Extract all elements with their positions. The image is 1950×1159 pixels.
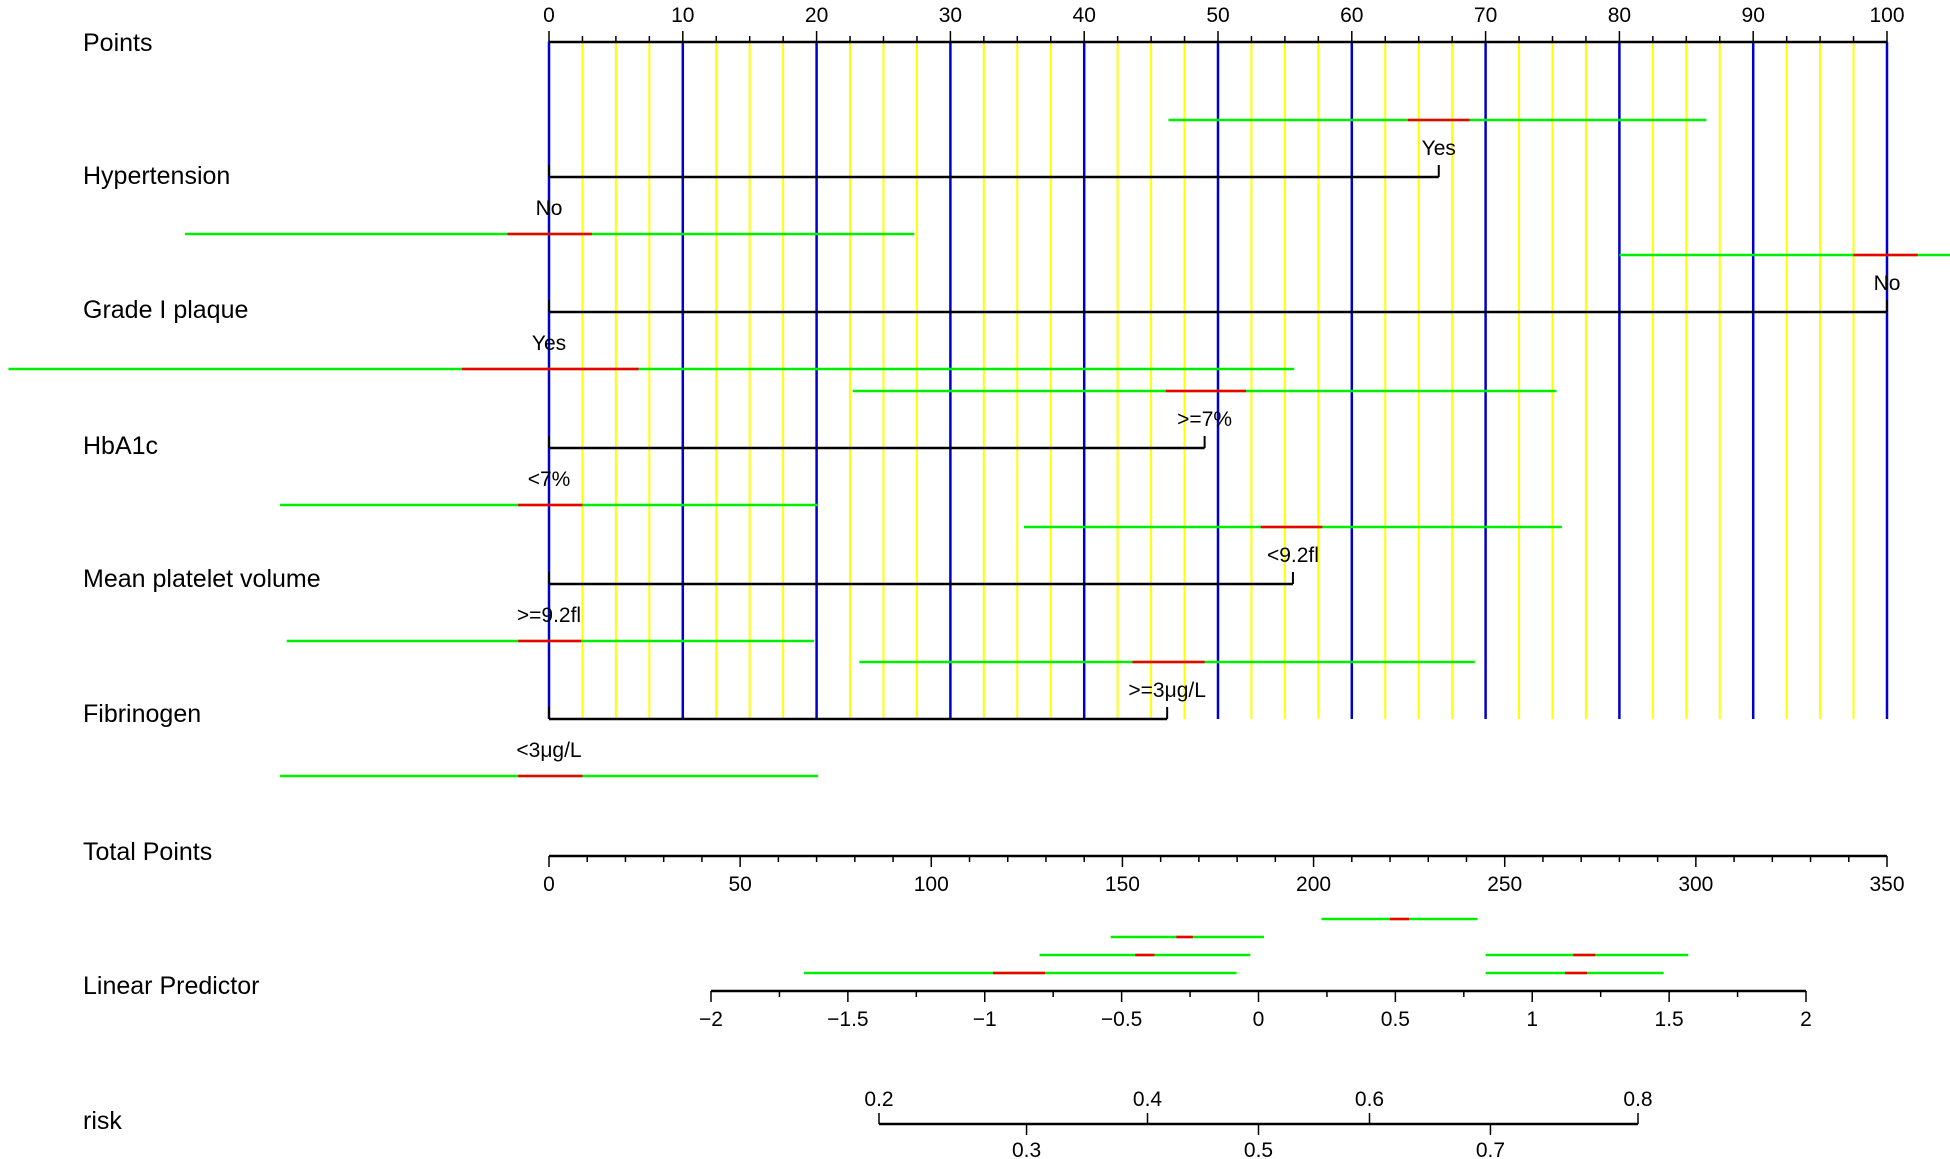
total-points-tick-label: 300 xyxy=(1678,873,1713,896)
linear-predictor-tick-label: 0 xyxy=(1253,1008,1265,1031)
hba1c-row-label: HbA1c xyxy=(83,432,158,460)
linear-predictor-tick-label: 0.5 xyxy=(1381,1008,1410,1031)
axes xyxy=(548,31,1888,1135)
total-points-tick-label: 100 xyxy=(914,873,949,896)
level-label: <7% xyxy=(528,468,571,491)
level-label: Yes xyxy=(1422,137,1456,160)
fibrinogen-row-label: Fibrinogen xyxy=(83,700,201,728)
risk-bottom-tick-label: 0.7 xyxy=(1476,1139,1505,1159)
level-label: No xyxy=(536,197,563,220)
mean-platelet-volume-row-label: Mean platelet volume xyxy=(83,565,321,593)
points-tick-label: 10 xyxy=(671,4,694,27)
risk-top-tick-label: 0.6 xyxy=(1355,1088,1384,1111)
risk-top-tick-label: 0.8 xyxy=(1623,1088,1652,1111)
points-tick-label: 80 xyxy=(1608,4,1631,27)
total-points-tick-label: 200 xyxy=(1296,873,1331,896)
linear-predictor-tick-label: 1 xyxy=(1526,1008,1538,1031)
linear-predictor-tick-label: −2 xyxy=(699,1008,723,1031)
total-points-tick-label: 50 xyxy=(728,873,751,896)
points-tick-label: 90 xyxy=(1742,4,1765,27)
risk-bottom-tick-label: 0.3 xyxy=(1012,1139,1041,1159)
labels: Points Hypertension Grade I plaque HbA1c… xyxy=(83,4,1905,1159)
level-label: >=9.2fl xyxy=(517,604,581,627)
gridlines xyxy=(547,42,1889,719)
risk-bottom-tick-label: 0.5 xyxy=(1244,1139,1273,1159)
total-points-row-label: Total Points xyxy=(83,838,212,866)
level-label: No xyxy=(1874,272,1901,295)
points-tick-label: 0 xyxy=(543,4,555,27)
level-label: >=3μg/L xyxy=(1128,679,1206,702)
total-points-tick-label: 250 xyxy=(1487,873,1522,896)
points-tick-label: 30 xyxy=(939,4,962,27)
risk-top-tick-label: 0.2 xyxy=(864,1088,893,1111)
total-points-tick-label: 0 xyxy=(543,873,555,896)
total-points-tick-label: 350 xyxy=(1869,873,1904,896)
points-tick-label: 50 xyxy=(1206,4,1229,27)
linear-predictor-tick-label: −0.5 xyxy=(1101,1008,1142,1031)
risk-top-tick-label: 0.4 xyxy=(1133,1088,1163,1111)
grade-i-plaque-row-label: Grade I plaque xyxy=(83,296,248,324)
points-tick-label: 60 xyxy=(1340,4,1363,27)
total-points-tick-label: 150 xyxy=(1105,873,1140,896)
risk-row-label: risk xyxy=(83,1107,122,1135)
linear-predictor-tick-label: 1.5 xyxy=(1655,1008,1684,1031)
level-label: >=7% xyxy=(1177,408,1232,431)
level-label: Yes xyxy=(532,332,566,355)
linear-predictor-tick-label: 2 xyxy=(1800,1008,1812,1031)
points-tick-label: 70 xyxy=(1474,4,1497,27)
points-tick-label: 100 xyxy=(1869,4,1904,27)
linear-predictor-row-label: Linear Predictor xyxy=(83,972,259,1000)
linear-predictor-tick-label: −1.5 xyxy=(827,1008,868,1031)
confidence-intervals xyxy=(8,118,1950,975)
points-tick-label: 20 xyxy=(805,4,828,27)
hypertension-row-label: Hypertension xyxy=(83,162,230,190)
points-tick-label: 40 xyxy=(1073,4,1096,27)
linear-predictor-tick-label: −1 xyxy=(973,1008,997,1031)
points-row-label: Points xyxy=(83,29,152,57)
level-label: <3μg/L xyxy=(516,739,581,762)
level-label: <9.2fl xyxy=(1267,544,1319,567)
